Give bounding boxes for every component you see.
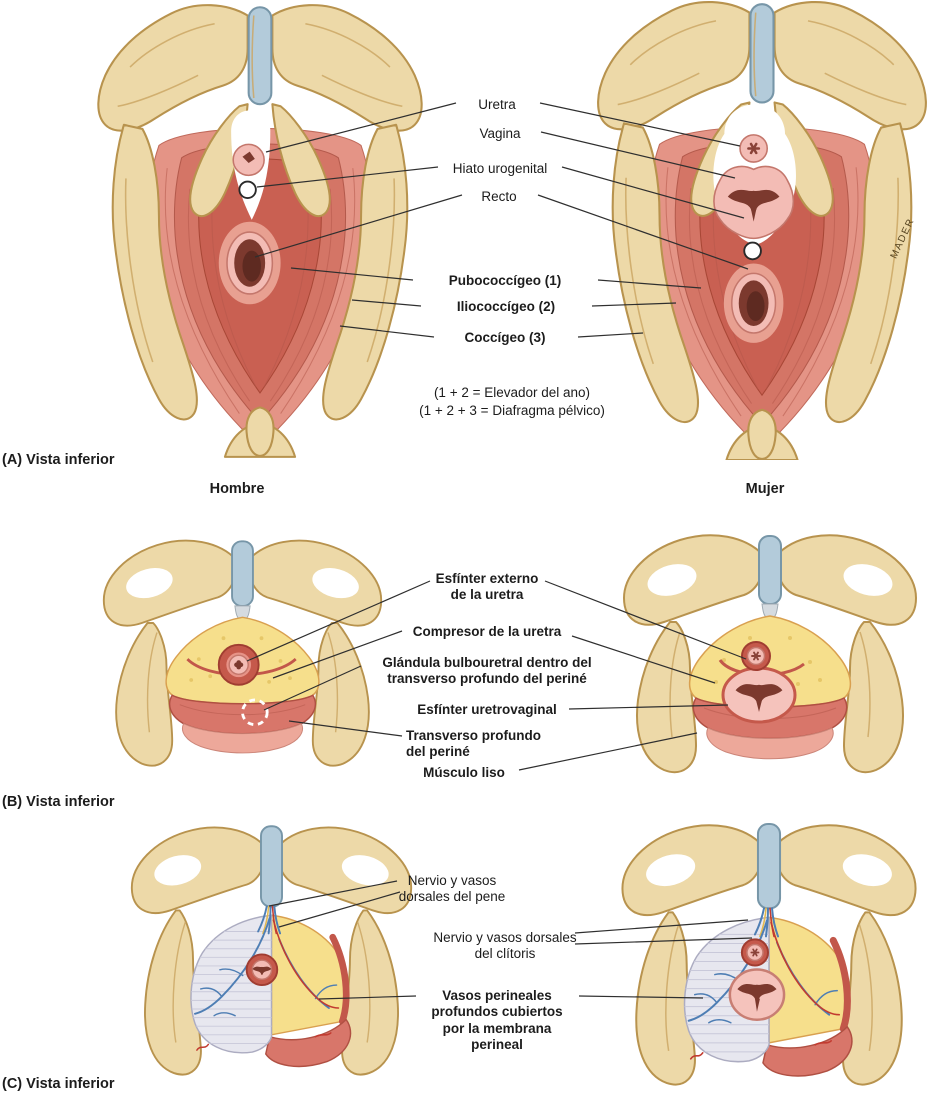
- label-uretra: Uretra: [478, 97, 516, 112]
- illustration-c-female: [618, 822, 920, 1093]
- label-pubococcigeo: Pubococcígeo (1): [448, 273, 562, 288]
- bulbourethral-gland-outline: [241, 698, 269, 727]
- label-nervio-vasos-clitoris: Nervio y vasos dorsales del clítoris: [433, 930, 577, 962]
- hiato-urogenital-marker: [743, 241, 762, 261]
- caption-panel-b: (B) Vista inferior: [2, 794, 115, 810]
- label-esfinter-externo-uretra: Esfínter externo de la uretra: [435, 571, 539, 603]
- label-iliococcigeo: Iliococcígeo (2): [456, 299, 556, 314]
- caption-panel-a: (A) Vista inferior: [2, 452, 115, 468]
- label-recto: Recto: [481, 189, 517, 204]
- label-glandula-bulbouretral: Glándula bulbouretral dentro del transve…: [382, 655, 592, 687]
- label-transverso-profundo: Transverso profundo del periné: [406, 728, 542, 760]
- label-compresor-uretra: Compresor de la uretra: [412, 624, 562, 639]
- illustration-b-male: [100, 532, 385, 790]
- column-title-hombre: Hombre: [209, 481, 265, 497]
- illustration-a-male: [95, 0, 425, 460]
- label-musculo-liso: Músculo liso: [423, 765, 505, 780]
- illustration-b-female: [618, 532, 922, 792]
- illustration-a-female: MADER: [590, 0, 934, 460]
- label-hiato-urogenital: Hiato urogenital: [452, 161, 548, 176]
- label-esfinter-uretrovaginal: Esfínter uretrovaginal: [417, 702, 557, 717]
- label-coccigeo: Coccígeo (3): [464, 330, 546, 345]
- label-vasos-perineales: Vasos perineales profundos cubiertos por…: [431, 988, 563, 1053]
- column-title-mujer: Mujer: [745, 481, 785, 497]
- label-nervio-vasos-pene: Nervio y vasos dorsales del pene: [398, 873, 506, 905]
- hiato-urogenital-marker: [238, 180, 257, 199]
- label-vagina: Vagina: [479, 126, 521, 141]
- panel-a-notes: (1 + 2 = Elevador del ano) (1 + 2 + 3 = …: [419, 385, 605, 419]
- illustration-c-male: [128, 822, 415, 1085]
- caption-panel-c: (C) Vista inferior: [2, 1076, 115, 1092]
